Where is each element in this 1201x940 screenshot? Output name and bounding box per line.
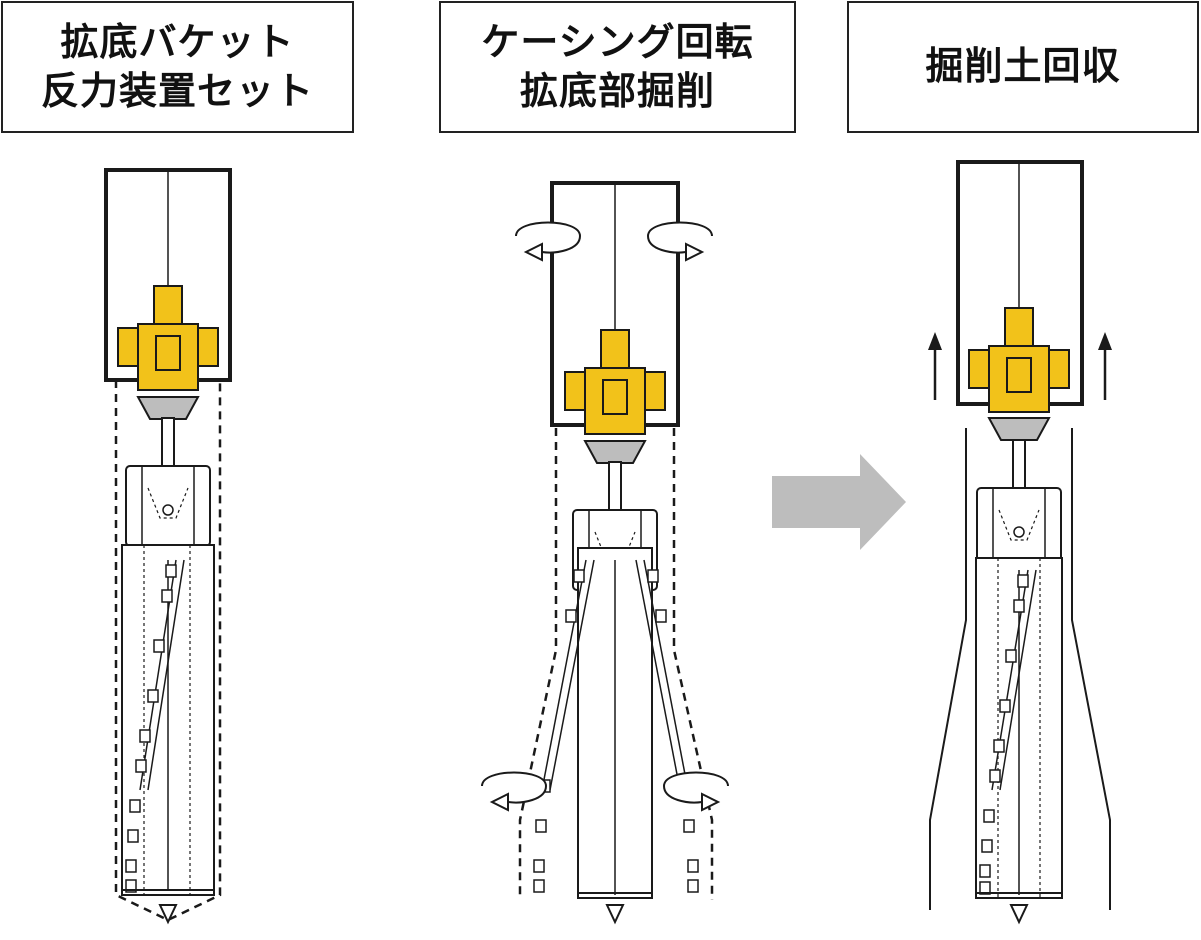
step-3-illustration xyxy=(928,160,1112,925)
step-2-title-line-1: ケーシング回転 xyxy=(481,19,754,64)
step-2-title-box: ケーシング回転 拡底部掘削 xyxy=(439,1,796,133)
up-arrow-icon xyxy=(1098,332,1112,400)
right-arrow-icon xyxy=(772,454,906,550)
rotation-arrow-icon xyxy=(663,771,729,811)
step-3-title-line-1: 掘削土回収 xyxy=(925,44,1121,89)
step-2-title-line-2: 拡底部掘削 xyxy=(519,69,715,113)
step-2-illustration xyxy=(481,181,729,925)
step-1-title-box: 拡底バケット 反力装置セット xyxy=(1,1,354,133)
step-1-title-line-2: 反力装置セット xyxy=(40,69,314,113)
up-arrow-icon xyxy=(928,332,942,400)
step-1-title-line-1: 拡底バケット xyxy=(60,19,295,64)
bucket-head-1 xyxy=(125,417,211,547)
rotation-arrow-icon xyxy=(481,771,547,811)
step-1-illustration xyxy=(104,168,232,925)
step-3-title-box: 掘削土回収 xyxy=(847,1,1199,133)
bucket-head-3 xyxy=(976,439,1062,569)
